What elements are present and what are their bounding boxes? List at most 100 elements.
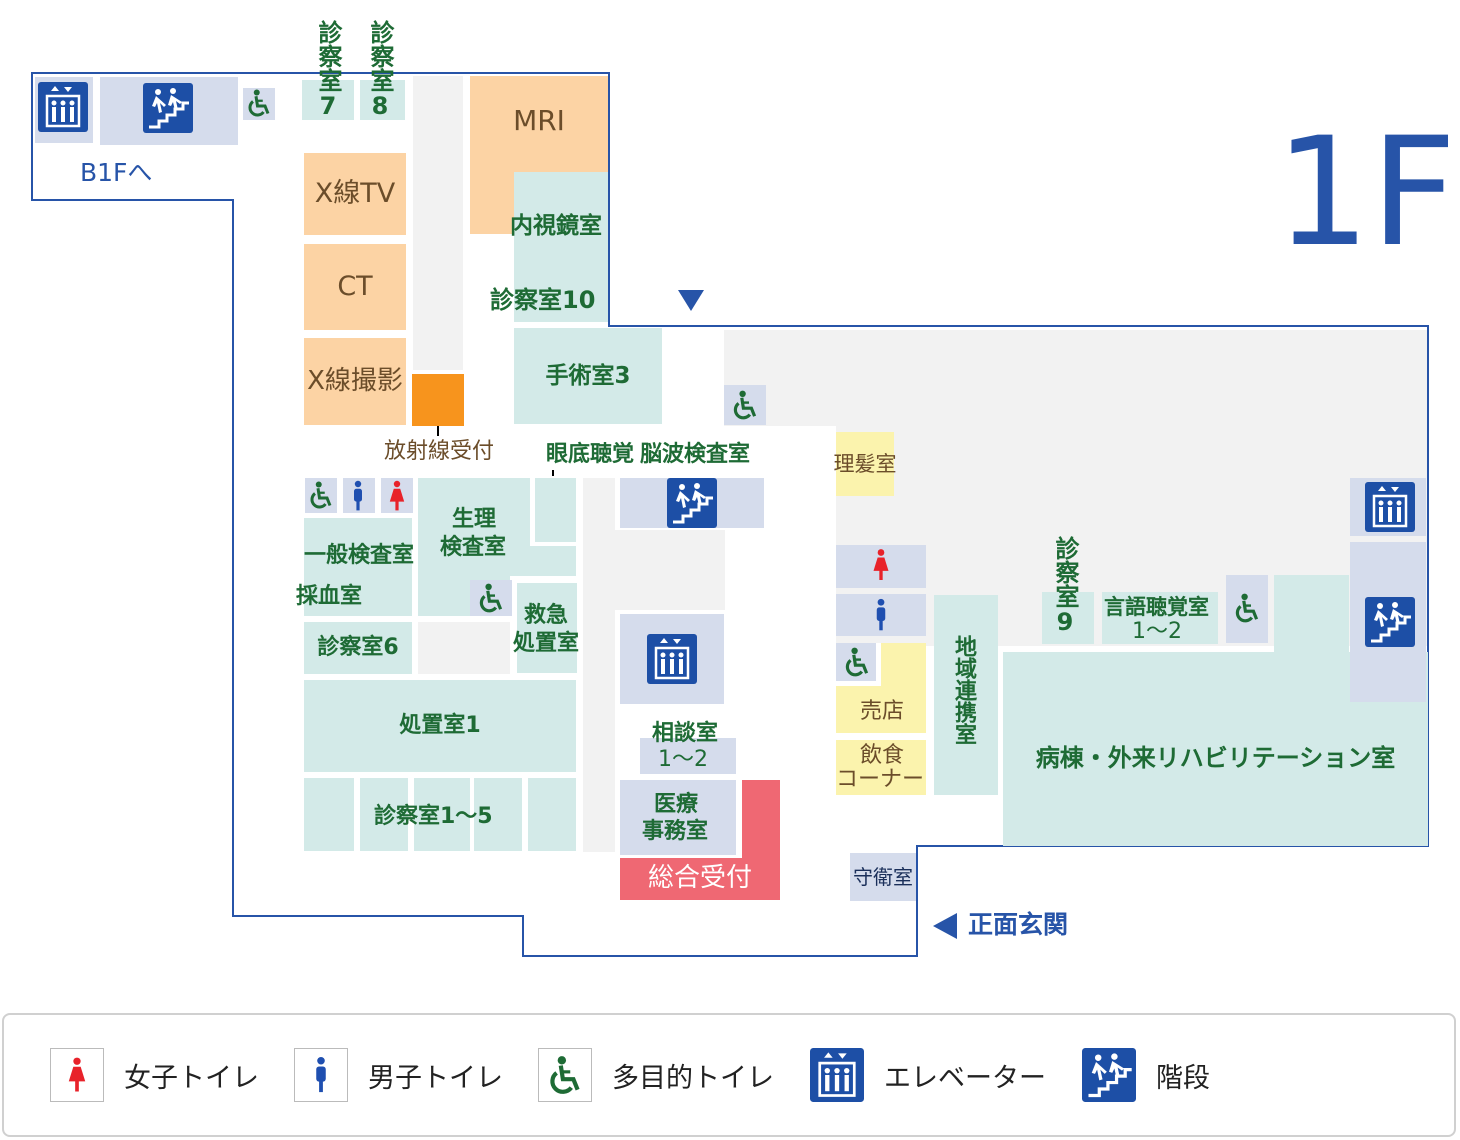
room-shinsatsu8 [360, 80, 405, 120]
accessible-toilet [1226, 575, 1268, 643]
male-icon [294, 1048, 348, 1102]
elevator-icon [810, 1048, 864, 1102]
legend-item-accessible: 多目的トイレ [538, 1047, 774, 1103]
legend-item-elevator: エレベーター [810, 1047, 1046, 1103]
room-shinsatsu7 [302, 80, 354, 120]
room-speech [1102, 592, 1218, 644]
entrance-label: 正面玄関 [968, 910, 1069, 939]
room-shinsatsu5 [528, 778, 576, 851]
xray-tv-label: X線TV [314, 177, 396, 209]
speech-label-1: 言語聴覚室 [1104, 595, 1209, 619]
room-treatment1: 処置室1 [304, 680, 576, 772]
to-b1f-label: B1Fへ [80, 158, 153, 187]
room-shinsatsu1 [304, 778, 354, 851]
food-label-2: コーナー [836, 767, 925, 792]
corridor [413, 76, 463, 370]
wheelchair-icon [244, 88, 274, 118]
room-ct: CT [304, 244, 406, 330]
legend-label: 階段 [1156, 1062, 1210, 1094]
wheelchair-icon [1231, 592, 1263, 624]
consult-label-2: 1～2 [658, 747, 708, 772]
corridor [418, 622, 510, 674]
corridor [615, 530, 725, 610]
general-lab-label: 一般検査室 [304, 543, 415, 568]
xray-label: X線撮影 [307, 365, 403, 396]
stairs-icon [1365, 597, 1415, 647]
room-emergency [517, 583, 577, 673]
elevator-icon [1365, 482, 1415, 532]
corridor [583, 478, 615, 852]
wheelchair-icon [475, 582, 507, 614]
male-icon [349, 480, 367, 512]
room-physio [418, 546, 576, 576]
legend-label: 男子トイレ [368, 1062, 503, 1094]
eeg-label: 脳波検査室 [640, 442, 751, 467]
mri-label: MRI [513, 104, 565, 137]
room-shinsatsu2 [360, 778, 408, 851]
entrance-arrow-icon [933, 913, 957, 939]
room-regional [934, 595, 998, 795]
fundus-hearing-label: 眼底聴覚 [546, 442, 635, 467]
guard-label: 守衛室 [853, 864, 913, 889]
reception-label: 総合受付 [647, 863, 752, 894]
male-icon [872, 598, 890, 632]
room-medical-office [620, 780, 736, 855]
room-shinsatsu3 [414, 778, 470, 851]
room-fundus [535, 478, 576, 542]
direction-arrow-down-icon [678, 290, 704, 311]
room-food-corner [836, 740, 926, 795]
barber-label: 理髪室 [833, 451, 897, 476]
regional-label: 地域連携室 [951, 635, 976, 745]
room-naishikyo [514, 172, 608, 322]
medical-office-label-1: 医療 [654, 792, 699, 817]
room-shinsatsu6: 診察室6 [304, 622, 412, 674]
shinsatsu1-5-label: 診察室1～5 [374, 804, 493, 829]
shinsatsu10-label: 診察室10 [490, 286, 596, 314]
legend: 女子トイレ 男子トイレ 多目的トイレ エレベーター 階段 [2, 1013, 1456, 1137]
blood-label: 採血室 [296, 584, 363, 609]
legend-label: エレベーター [884, 1062, 1046, 1094]
radiology-reception-label: 放射線受付 [384, 439, 495, 464]
legend-item-stairs: 階段 [1082, 1047, 1210, 1103]
shinsatsu9-label: 診察室9 [1051, 536, 1079, 636]
stairs-icon [143, 83, 193, 133]
emergency-label-2: 処置室 [513, 631, 580, 656]
speech-label-2: 1～2 [1132, 619, 1182, 644]
room-rehab [1274, 575, 1349, 655]
room-shinsatsu4 [474, 778, 522, 851]
stairs-icon [1082, 1048, 1136, 1102]
reception: 総合受付 [620, 858, 780, 900]
legend-item-male: 男子トイレ [294, 1047, 503, 1103]
floor-label: 1F [1275, 106, 1457, 280]
room-xray-tv: X線TV [304, 153, 406, 235]
female-icon [50, 1048, 104, 1102]
wheelchair-icon [728, 389, 762, 421]
legend-label: 多目的トイレ [612, 1062, 774, 1094]
physio-label-2: 検査室 [440, 535, 507, 560]
corridor [724, 330, 1428, 426]
room-barber: 理髪室 [833, 432, 897, 496]
room-guard: 守衛室 [850, 853, 916, 901]
medical-office-label-2: 事務室 [642, 819, 709, 844]
shinsatsu8-label: 診察室8 [366, 20, 394, 120]
elevator-icon [647, 634, 697, 684]
room-consult [640, 738, 736, 774]
reception-desk [742, 780, 780, 858]
room-blood [304, 578, 364, 616]
wheelchair-icon [538, 1048, 592, 1102]
stairs-icon [667, 478, 717, 528]
treatment1-label: 処置室1 [399, 713, 481, 739]
wheelchair-icon [841, 646, 873, 678]
physio-label-1: 生理 [452, 507, 497, 532]
shop-label: 売店 [860, 699, 905, 724]
ct-label: CT [337, 270, 373, 302]
rehab-label: 病棟・外来リハビリテーション室 [1035, 744, 1396, 773]
legend-label: 女子トイレ [124, 1062, 259, 1094]
female-icon [871, 548, 891, 582]
shinsatsu7-label: 診察室7 [314, 20, 342, 120]
food-label-1: 飲食 [860, 743, 905, 768]
shinsatsu6-label: 診察室6 [317, 635, 399, 661]
room-xray: X線撮影 [304, 338, 406, 425]
consult-label-1: 相談室 [652, 721, 719, 746]
